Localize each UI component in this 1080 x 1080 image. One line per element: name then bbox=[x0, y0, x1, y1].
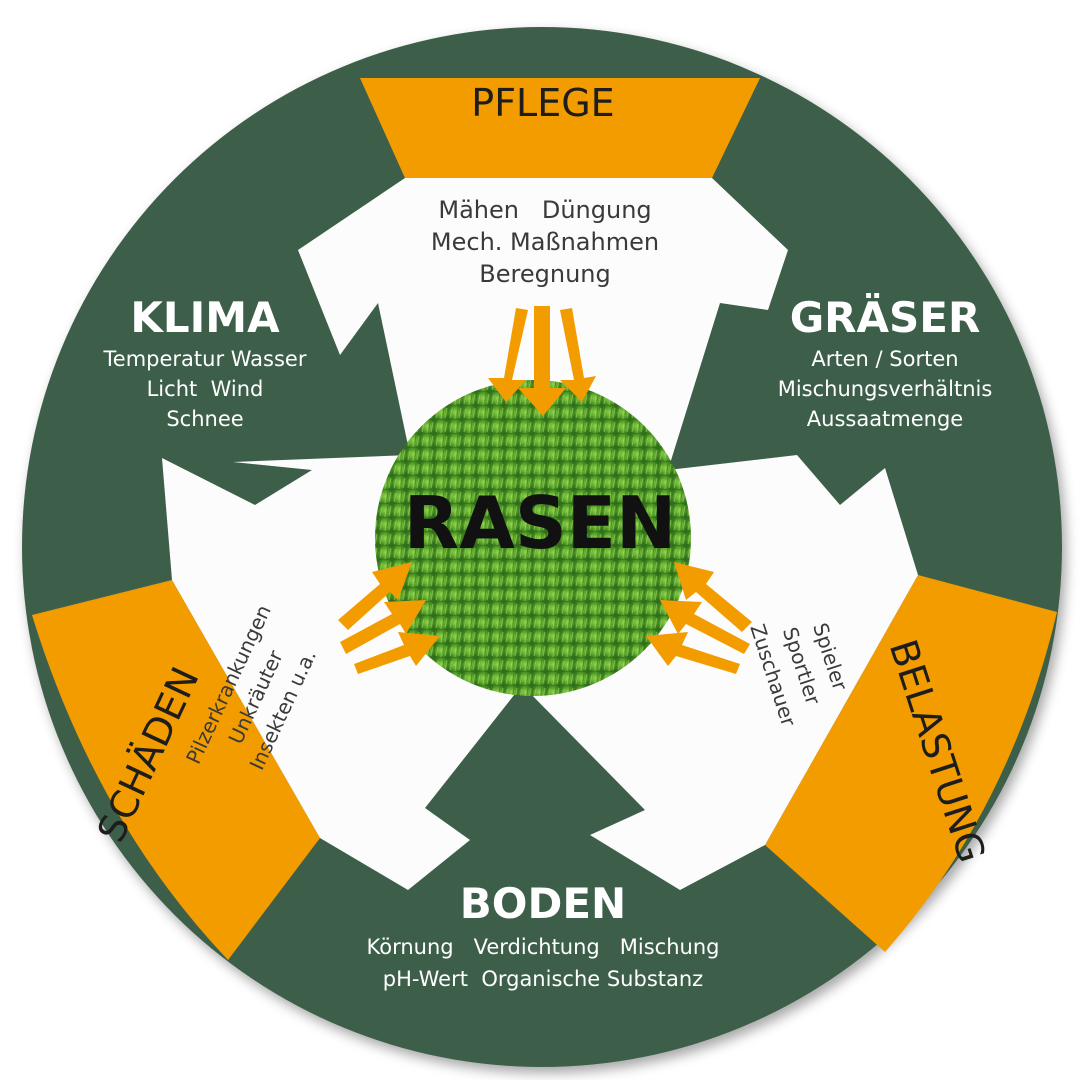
graeser-line-2: Mischungsverhältnis bbox=[778, 377, 993, 401]
graeser-line-3: Aussaatmenge bbox=[807, 407, 963, 431]
schaeden-segment bbox=[32, 580, 320, 960]
pflege-line-2: Mech. Maßnahmen bbox=[431, 228, 659, 256]
belastung-arrows bbox=[646, 562, 752, 674]
pflege-line-1: Mähen Düngung bbox=[438, 196, 651, 224]
boden-line-1: Körnung Verdichtung Mischung bbox=[367, 935, 720, 959]
klima-title: KLIMA bbox=[130, 293, 280, 342]
klima-line-1: Temperatur Wasser bbox=[103, 347, 307, 371]
pflege-arrows bbox=[488, 306, 596, 416]
pflege-segment bbox=[360, 78, 760, 178]
schaeden-arrows bbox=[338, 562, 440, 674]
klima-line-2: Licht Wind bbox=[147, 377, 264, 401]
graeser-line-1: Arten / Sorten bbox=[811, 347, 958, 371]
grass-circle bbox=[375, 380, 691, 696]
graeser-title: GRÄSER bbox=[790, 292, 981, 342]
boden-line-2: pH-Wert Organische Substanz bbox=[383, 967, 703, 991]
pflege-line-3: Beregnung bbox=[479, 260, 610, 288]
center-label: RASEN bbox=[404, 481, 676, 565]
pflege-title: PFLEGE bbox=[471, 81, 614, 125]
belastung-segment bbox=[765, 575, 1057, 952]
klima-line-3: Schnee bbox=[166, 407, 243, 431]
boden-title: BODEN bbox=[460, 879, 626, 928]
